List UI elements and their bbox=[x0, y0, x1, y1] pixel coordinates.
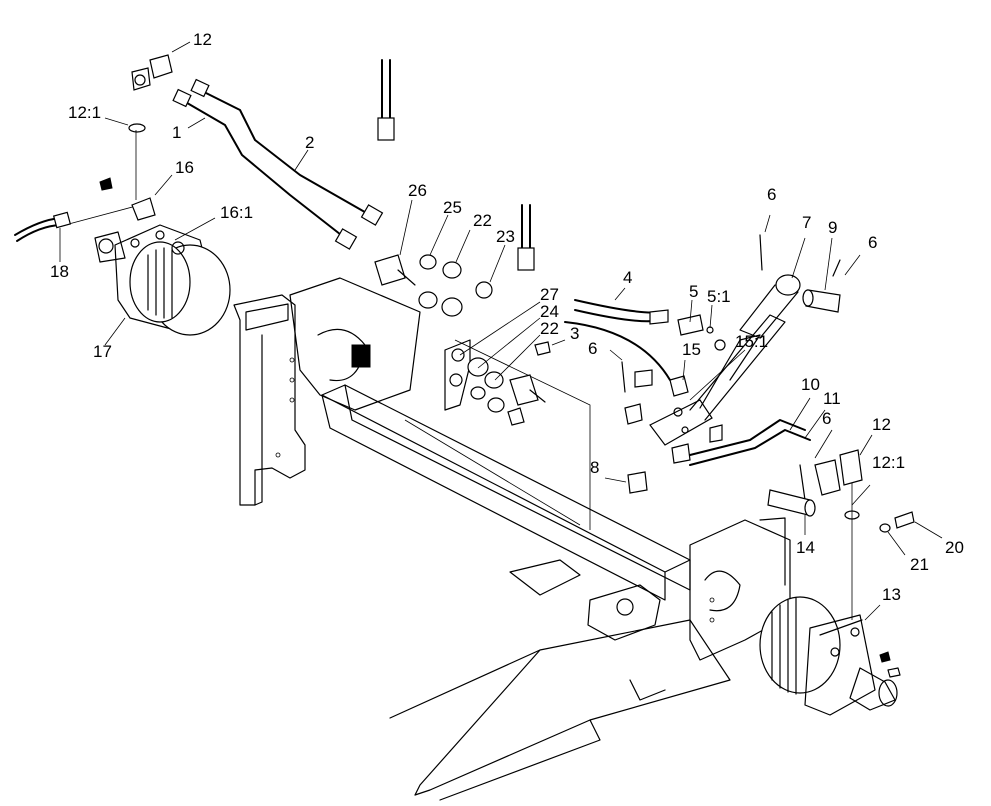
leader-lines bbox=[59, 41, 943, 621]
callout-26: 26 bbox=[408, 181, 427, 200]
callout-22-mid: 22 bbox=[540, 319, 559, 338]
callout-13: 13 bbox=[882, 585, 901, 604]
callout-15: 15 bbox=[682, 340, 701, 359]
callout-23: 23 bbox=[496, 227, 515, 246]
callout-8: 8 bbox=[590, 458, 599, 477]
callout-25: 25 bbox=[443, 198, 462, 217]
callout-3: 3 bbox=[570, 324, 579, 343]
callout-4: 4 bbox=[623, 268, 632, 287]
callout-7: 7 bbox=[802, 213, 811, 232]
callout-18: 18 bbox=[50, 262, 69, 281]
callout-22-top: 22 bbox=[473, 211, 492, 230]
callout-1: 1 bbox=[172, 123, 181, 142]
hydraulic-lines bbox=[14, 59, 853, 620]
callout-12-right: 12 bbox=[872, 415, 891, 434]
left-hydraulic-motor bbox=[94, 224, 231, 336]
callout-16: 16 bbox=[175, 158, 194, 177]
callout-16-1: 16:1 bbox=[220, 203, 253, 222]
callout-5-1: 5:1 bbox=[707, 287, 731, 306]
callout-5: 5 bbox=[689, 282, 698, 301]
callout-21: 21 bbox=[910, 555, 929, 574]
callout-17: 17 bbox=[93, 342, 112, 361]
callout-labels: 12 12:1 1 2 16 16:1 18 17 26 25 22 23 27… bbox=[50, 30, 964, 604]
callout-6-top: 6 bbox=[767, 185, 776, 204]
right-hydraulic-motor bbox=[759, 596, 898, 716]
callout-11: 11 bbox=[823, 389, 841, 408]
callout-9: 9 bbox=[828, 218, 837, 237]
callout-12-1-right: 12:1 bbox=[872, 453, 905, 472]
callout-12-1-left: 12:1 bbox=[68, 103, 101, 122]
callout-6-left: 6 bbox=[588, 339, 597, 358]
callout-6-low: 6 bbox=[822, 409, 831, 428]
callout-6-right: 6 bbox=[868, 233, 877, 252]
callout-15-1: 15:1 bbox=[735, 332, 768, 351]
callout-2: 2 bbox=[305, 133, 314, 152]
callout-20: 20 bbox=[945, 538, 964, 557]
callout-27: 27 bbox=[540, 285, 559, 304]
callout-12-top: 12 bbox=[193, 30, 212, 49]
callout-10: 10 bbox=[801, 375, 820, 394]
callout-14: 14 bbox=[796, 538, 815, 557]
main-frame bbox=[233, 277, 791, 801]
callout-24: 24 bbox=[540, 302, 559, 321]
